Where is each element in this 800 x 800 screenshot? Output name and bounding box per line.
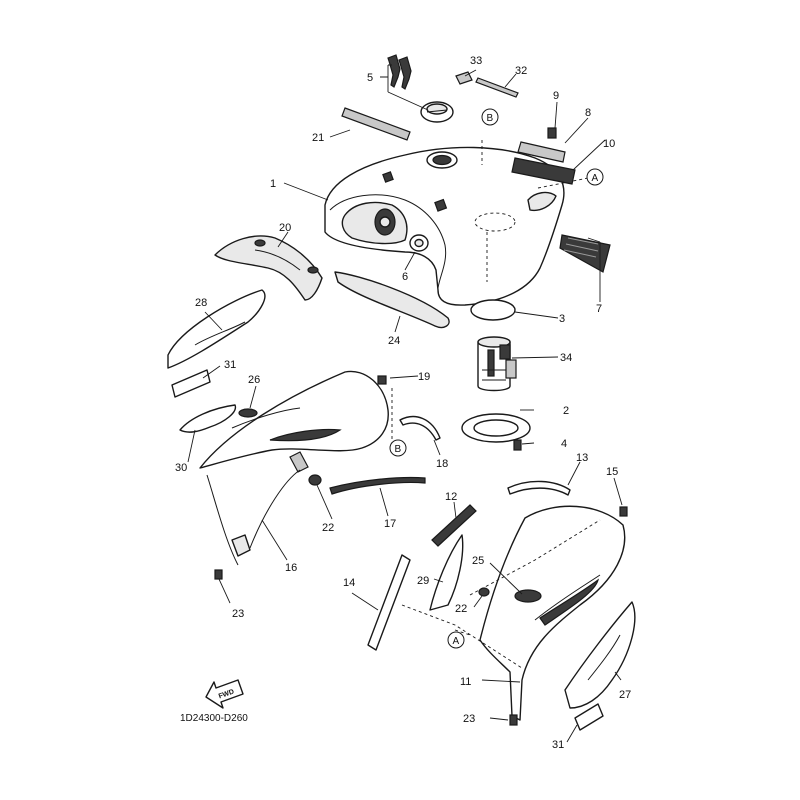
strip-part-18 — [399, 415, 441, 441]
bolt-part-15 — [619, 506, 628, 517]
decal-part-27 — [564, 601, 636, 709]
callout-23b: 23 — [463, 713, 475, 725]
callout-26: 26 — [248, 374, 260, 386]
leader-lines — [187, 64, 623, 743]
callout-27: 27 — [619, 689, 631, 701]
callout-8: 8 — [585, 107, 591, 119]
rubber-part-10 — [511, 157, 576, 185]
callout-28: 28 — [195, 297, 207, 309]
callout-22: 22 — [322, 522, 334, 534]
decal-part-31-lower — [574, 703, 604, 731]
strip-part-13 — [507, 480, 571, 496]
pad-part-21 — [341, 107, 411, 141]
ref-marker-a-upper: A — [586, 168, 604, 186]
callout-18: 18 — [436, 458, 448, 470]
side-piece-part-16 — [206, 469, 301, 566]
emblem-strip-part-32 — [475, 77, 519, 98]
decal-part-29 — [429, 534, 464, 611]
callout-20: 20 — [279, 222, 291, 234]
svg-text:B: B — [395, 444, 402, 455]
callout-2: 2 — [563, 405, 569, 417]
callout-21: 21 — [312, 132, 324, 144]
decal-part-28 — [167, 289, 266, 369]
callout-25: 25 — [472, 555, 484, 567]
ref-marker-b-upper: B — [481, 108, 499, 126]
grommet-part — [289, 451, 309, 473]
screw-part-4 — [513, 439, 522, 451]
callout-12: 12 — [445, 491, 457, 503]
callout-5: 5 — [367, 72, 373, 84]
bolt-part-23-upper — [214, 569, 223, 580]
callout-32: 32 — [515, 65, 527, 77]
keys-part — [387, 54, 412, 90]
callout-9: 9 — [553, 90, 559, 102]
strip-part-17 — [329, 476, 426, 495]
callout-19: 19 — [418, 371, 430, 383]
callout-10: 10 — [603, 138, 615, 150]
fuel-cap-part — [420, 101, 454, 123]
side-cover-panel — [199, 370, 389, 469]
bracket-part-8 — [517, 141, 566, 163]
ring-plate-part-2 — [461, 413, 531, 443]
bolt-part-9 — [547, 127, 557, 139]
callout-30: 30 — [175, 462, 187, 474]
callout-16: 16 — [285, 562, 297, 574]
callout-31b: 31 — [552, 739, 564, 751]
fuel-pump-part-34 — [477, 336, 517, 392]
pad-part-7 — [559, 234, 611, 273]
callout-33: 33 — [470, 55, 482, 67]
emblem-part-25 — [514, 589, 542, 603]
callout-34: 34 — [560, 352, 572, 364]
ref-marker-a-lower: A — [447, 631, 465, 649]
callout-4: 4 — [561, 438, 567, 450]
svg-text:A: A — [453, 636, 460, 647]
decal-part-30 — [179, 404, 237, 433]
decal-part-31-upper — [171, 369, 211, 398]
callout-6: 6 — [402, 271, 408, 283]
callout-11: 11 — [460, 676, 471, 688]
small-badge-part-33 — [455, 71, 473, 85]
gasket-part-3 — [470, 299, 516, 321]
fuel-tank-part — [324, 140, 589, 306]
fwd-arrow-icon: FWD — [205, 679, 244, 709]
callout-23: 23 — [232, 608, 244, 620]
callout-24: 24 — [388, 335, 400, 347]
side-cover-part-11 — [479, 505, 626, 721]
damper-part-22-upper — [308, 474, 322, 486]
callout-14: 14 — [343, 577, 355, 589]
callout-15: 15 — [606, 466, 618, 478]
damper-part-22-lower — [478, 587, 490, 597]
svg-text:A: A — [592, 173, 599, 184]
bolt-part-19 — [377, 375, 387, 385]
bolt-part-23-lower — [509, 714, 518, 726]
callout-1: 1 — [270, 178, 276, 190]
callout-31: 31 — [224, 359, 236, 371]
callout-29: 29 — [417, 575, 429, 587]
callout-22b: 22 — [455, 603, 467, 615]
cover-part-20 — [214, 235, 323, 301]
ref-marker-b-lower: B — [389, 439, 407, 457]
svg-text:B: B — [487, 113, 494, 124]
drawing-code: 1D24300-D260 — [180, 713, 248, 724]
plate-part-24 — [334, 271, 450, 329]
callout-13: 13 — [576, 452, 588, 464]
callout-17: 17 — [384, 518, 396, 530]
strip-part-14 — [367, 554, 411, 651]
callout-3: 3 — [559, 313, 565, 325]
damper-part-6 — [409, 234, 429, 252]
emblem-part-26 — [238, 408, 258, 418]
strip-part-12 — [431, 504, 477, 547]
callout-7: 7 — [596, 303, 602, 315]
